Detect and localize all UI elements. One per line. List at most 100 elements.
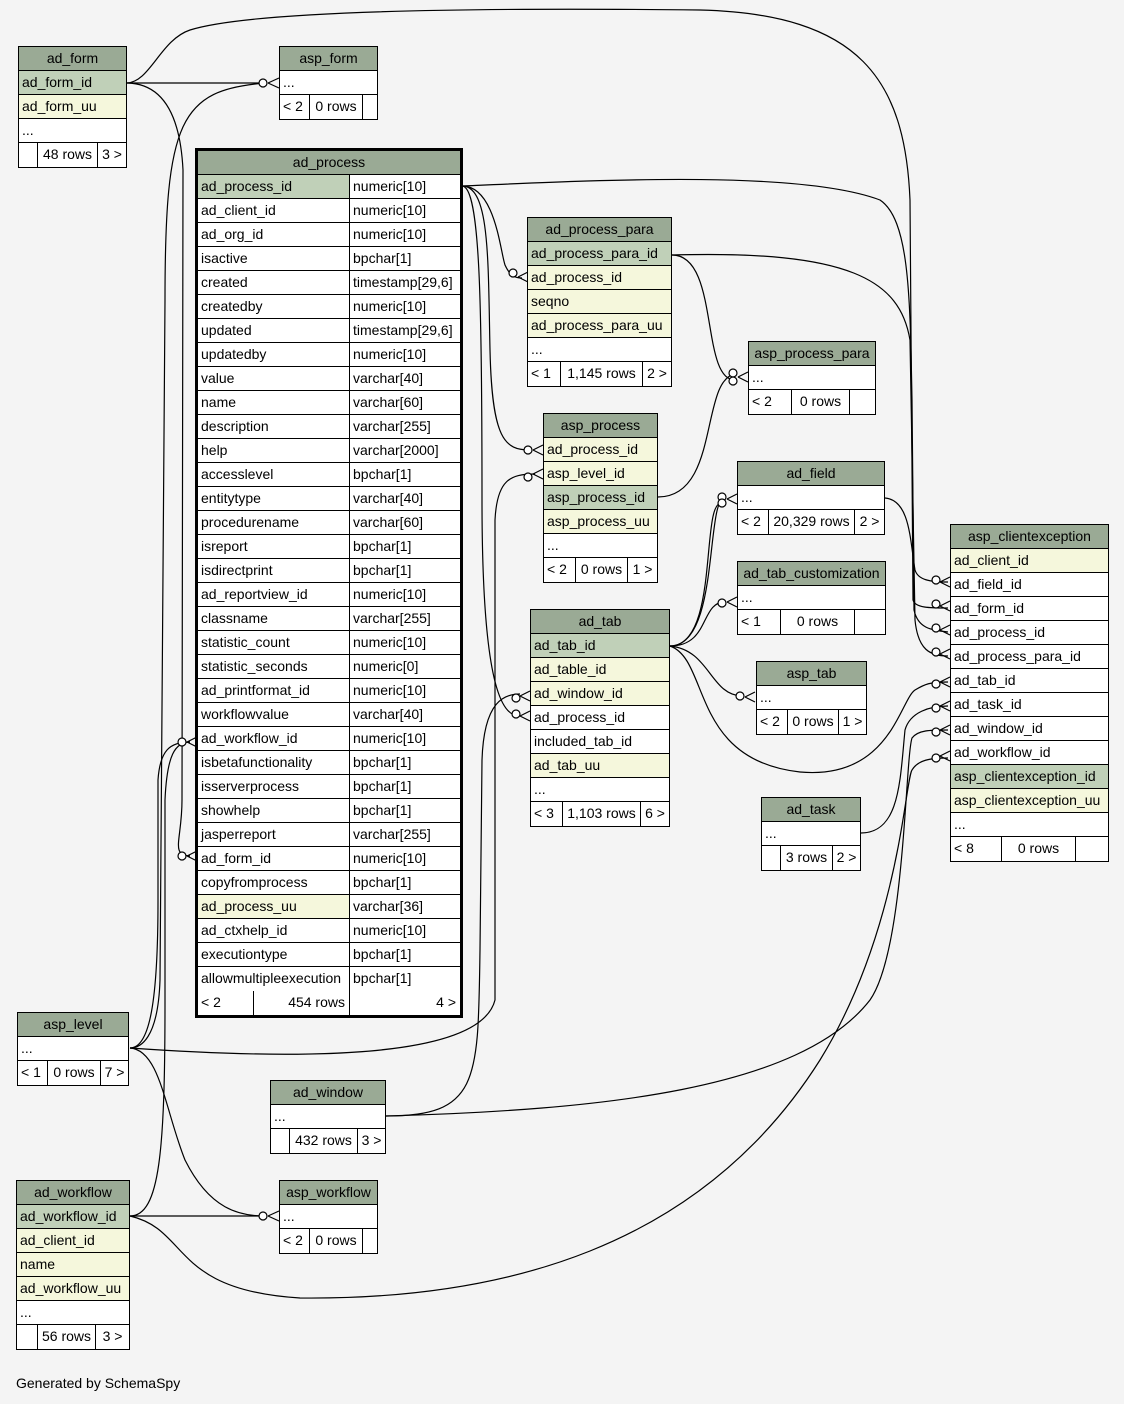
table-header[interactable]: asp_tab	[757, 662, 866, 686]
column-name[interactable]: ad_field_id	[954, 576, 1022, 592]
children-count[interactable]: 2 >	[854, 510, 884, 534]
column-name[interactable]: ad_workflow_id	[20, 1208, 117, 1224]
column-name[interactable]: ad_window_id	[954, 720, 1043, 736]
children-count[interactable]: 7 >	[100, 1061, 128, 1085]
children-count[interactable]: 4 >	[349, 991, 460, 1015]
column-name[interactable]: ad_client_id	[201, 202, 276, 218]
table-header[interactable]: ad_window	[271, 1081, 385, 1105]
column-name[interactable]: description	[201, 418, 269, 434]
children-count[interactable]: 2 >	[642, 362, 671, 386]
column-name[interactable]: ad_form_id	[201, 850, 272, 866]
column-name[interactable]: name	[20, 1256, 56, 1272]
parents-count[interactable]: < 1	[741, 613, 761, 629]
parents-count[interactable]	[762, 846, 780, 870]
column-name[interactable]: ...	[534, 781, 546, 797]
table-asp-level[interactable]: asp_level ... < 1 0 rows 7 >	[17, 1012, 129, 1086]
column-name[interactable]: updatedby	[201, 346, 267, 362]
children-count[interactable]	[854, 610, 885, 634]
children-count[interactable]: 3 >	[357, 1129, 385, 1153]
column-name[interactable]: isreport	[201, 538, 248, 554]
column-name[interactable]: ...	[752, 369, 764, 385]
parents-count[interactable]: < 2	[760, 713, 780, 729]
column-name[interactable]: ad_process_para_uu	[531, 317, 663, 333]
column-name[interactable]: created	[201, 274, 248, 290]
children-count[interactable]	[362, 95, 377, 119]
column-name[interactable]: ad_form_id	[22, 74, 93, 90]
column-name[interactable]: help	[201, 442, 228, 458]
column-name[interactable]: ad_workflow_uu	[20, 1280, 122, 1296]
column-name[interactable]: statistic_count	[201, 634, 290, 650]
table-ad-workflow[interactable]: ad_workflow ad_workflow_id ad_client_id …	[16, 1180, 130, 1350]
column-name[interactable]: value	[201, 370, 235, 386]
column-name[interactable]: asp_process_uu	[547, 513, 650, 529]
table-header[interactable]: asp_level	[18, 1013, 128, 1037]
children-count[interactable]: 6 >	[640, 802, 669, 826]
column-name[interactable]: isbetafunctionality	[201, 754, 313, 770]
table-header[interactable]: asp_form	[280, 47, 377, 71]
column-name[interactable]: ad_client_id	[20, 1232, 95, 1248]
column-name[interactable]: ad_process_uu	[198, 895, 349, 918]
table-asp-process-para[interactable]: asp_process_para ... < 2 0 rows	[748, 341, 876, 415]
column-name[interactable]: copyfromprocess	[201, 874, 308, 890]
column-name[interactable]: ad_workflow_id	[954, 744, 1051, 760]
children-count[interactable]	[362, 1229, 377, 1253]
parents-count[interactable]: < 8	[954, 840, 974, 856]
column-name[interactable]: accesslevel	[201, 466, 274, 482]
children-count[interactable]: 1 >	[627, 558, 657, 582]
table-header[interactable]: asp_clientexception	[951, 525, 1108, 549]
table-header[interactable]: asp_workflow	[280, 1181, 377, 1205]
table-header[interactable]: ad_tab_customization	[738, 562, 885, 586]
children-count[interactable]: 2 >	[832, 846, 860, 870]
table-ad-process-para[interactable]: ad_process_para ad_process_para_id ad_pr…	[527, 217, 672, 387]
column-name[interactable]: seqno	[531, 293, 570, 309]
column-name[interactable]: ad_window_id	[534, 685, 623, 701]
column-name[interactable]: ad_task_id	[954, 696, 1022, 712]
column-name[interactable]: ad_process_id	[534, 709, 626, 725]
column-name[interactable]: ad_process_id	[198, 175, 349, 198]
table-header[interactable]: ad_task	[762, 798, 860, 822]
column-name[interactable]: executiontype	[201, 946, 288, 962]
column-name[interactable]: jasperreport	[201, 826, 276, 842]
children-count[interactable]: 3 >	[97, 143, 126, 167]
parents-count[interactable]: < 2	[741, 513, 761, 529]
column-name[interactable]: isserverprocess	[201, 778, 300, 794]
column-name[interactable]: allowmultipleexecution	[201, 970, 342, 986]
table-asp-tab[interactable]: asp_tab ... < 2 0 rows 1 >	[756, 661, 867, 735]
column-name[interactable]: asp_process_id	[547, 489, 646, 505]
table-header[interactable]: ad_workflow	[17, 1181, 129, 1205]
column-name[interactable]: ...	[20, 1304, 32, 1320]
parents-count[interactable]: < 3	[534, 805, 554, 821]
column-name[interactable]: createdby	[201, 298, 263, 314]
column-name[interactable]: ad_process_para_id	[954, 648, 1081, 664]
column-name[interactable]: ad_process_id	[954, 624, 1046, 640]
table-header[interactable]: ad_field	[738, 462, 884, 486]
column-name[interactable]: ad_process_id	[547, 441, 639, 457]
column-name[interactable]: name	[201, 394, 237, 410]
column-name[interactable]: updated	[201, 322, 252, 338]
column-name[interactable]: isdirectprint	[201, 562, 273, 578]
column-name[interactable]: ...	[765, 825, 777, 841]
column-name[interactable]: ad_reportview_id	[201, 586, 308, 602]
table-ad-field[interactable]: ad_field ... < 2 20,329 rows 2 >	[737, 461, 885, 535]
parents-count[interactable]	[19, 143, 37, 167]
children-count[interactable]: 3 >	[95, 1325, 129, 1349]
